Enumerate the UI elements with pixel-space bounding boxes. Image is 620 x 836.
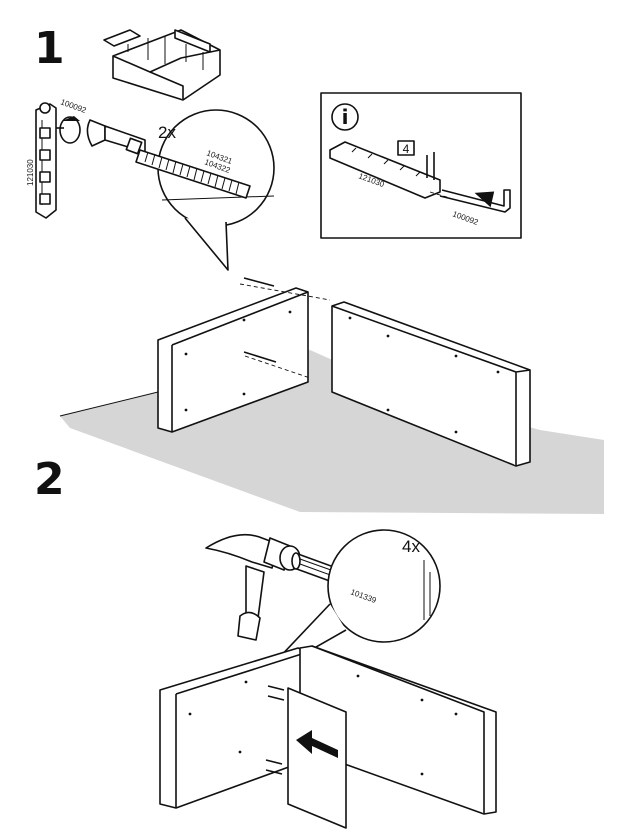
frame-left-panel: [159, 647, 309, 809]
side-panel-right: [331, 301, 531, 467]
info-step-marker: 4: [403, 142, 410, 156]
insert-arrow-icon: [474, 191, 495, 208]
drawer-insert-illustration: [103, 29, 221, 101]
cam-lock-rail: [35, 102, 57, 219]
rotate-arrow-icon: [56, 116, 81, 144]
screw-guide-line-1: [239, 283, 331, 301]
screw-2: [243, 351, 277, 363]
threaded-screw-icon: [135, 149, 251, 199]
step-1-quantity: 2x: [158, 123, 176, 142]
side-panel-left: [157, 287, 309, 433]
allen-key-part-number: 100092: [59, 97, 88, 115]
info-icon: [331, 103, 359, 131]
push-arrow-icon: [296, 730, 338, 758]
info-icon-glyph: i: [342, 105, 349, 129]
screw-1: [243, 277, 275, 287]
cam-screw-illustration: [86, 119, 146, 155]
step-1-number: 1: [34, 23, 65, 74]
insert-board: [287, 687, 347, 829]
dowels-in-edge: [265, 685, 285, 775]
rail-part-number: 121030: [26, 159, 35, 186]
step-marker-box: [397, 140, 415, 156]
step-2-quantity: 4x: [402, 537, 420, 556]
floor-edge: [59, 391, 159, 417]
hammer-icon: [205, 533, 301, 641]
info-box: i 4: [320, 92, 522, 239]
step-2-number: 2: [34, 454, 65, 505]
screw-guide-line-2: [244, 355, 311, 379]
